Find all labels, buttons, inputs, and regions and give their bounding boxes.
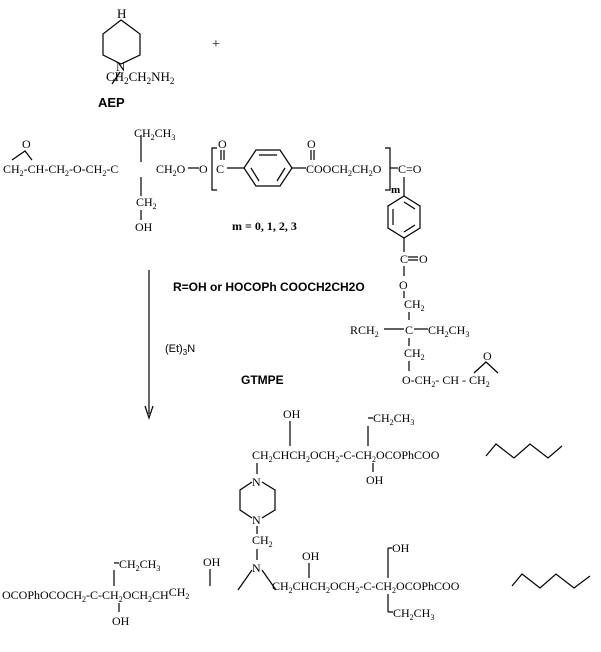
diglycidyl-ester: O CH2-CH-CH2-O-CH2-C CH2CH3 CH2 OH CH2O … xyxy=(3,126,499,389)
c-eq-o: C=O xyxy=(398,162,422,176)
gtmpe-label: GTMPE xyxy=(241,373,284,387)
right-c: C xyxy=(400,252,408,266)
ch2o-left: CH2O xyxy=(156,162,186,178)
piperazine-ring xyxy=(239,481,276,519)
aep-h: H xyxy=(117,6,126,21)
plus-sign: + xyxy=(212,37,220,52)
lower-left-ethyl: CH2CH3 xyxy=(119,557,160,573)
oh-left: OH xyxy=(135,220,153,234)
upper-oh-top: OH xyxy=(283,407,301,421)
epoxide-ring-left xyxy=(11,150,33,161)
ch2-link: CH2 xyxy=(252,533,273,549)
benzene-ring-2-inner xyxy=(392,201,416,233)
pip-n-top: N xyxy=(252,475,261,489)
rch2: RCH2 xyxy=(350,323,379,339)
aep-molecule: H N CH2CH2NH2 AEP xyxy=(98,6,174,110)
bracket-left xyxy=(211,147,217,191)
n-right-bond xyxy=(261,569,277,591)
epoxide-o-left: O xyxy=(22,137,31,151)
m-values: m = 0, 1, 2, 3 xyxy=(232,219,297,233)
bracket-m: m xyxy=(391,184,400,196)
lower-right-ethyl: CH2CH3 xyxy=(393,606,434,622)
aep-n: N xyxy=(116,59,126,74)
right-o: O xyxy=(399,278,408,292)
ethyl-top: CH2CH3 xyxy=(134,126,175,142)
reaction-arrow xyxy=(144,270,154,420)
aep-label: AEP xyxy=(98,95,125,110)
benzene-ring-1-inner xyxy=(250,154,286,182)
ester-middle: COOCH2CH2O xyxy=(306,162,382,178)
bracket-right xyxy=(385,147,391,191)
arrow-head xyxy=(144,405,154,420)
lower-oh-mid: OH xyxy=(203,555,221,569)
catalyst: (Et)3N xyxy=(165,343,195,357)
product-molecule: OH CH2CH3 CH2CHCH2OCH2-C-CH2OCOPhCOO OH … xyxy=(2,407,591,628)
epoxide-o-right: O xyxy=(483,349,492,363)
upper-butyl-chain xyxy=(485,443,563,459)
right-tail: O-CH2- CH - CH2 xyxy=(402,373,490,389)
carbonyl-o-2: O xyxy=(307,137,316,151)
aep-chain-bond xyxy=(111,71,121,85)
lower-left-oh: OH xyxy=(112,614,130,628)
lower-right-oh-top: OH xyxy=(302,549,320,563)
lower-right-butyl-chain xyxy=(511,573,591,589)
upper-chain: CH2CHCH2OCH2-C-CH2OCOPhCOO xyxy=(252,448,440,464)
carbonyl-c-1: C xyxy=(216,162,224,176)
o-before-bracket: O xyxy=(199,162,208,176)
lower-right-chain: CH2CHCH2OCH2-C-CH2OCOPhCOO xyxy=(272,579,460,595)
right-ch2-top: CH2 xyxy=(404,297,425,313)
r-definition: R=OH or HOCOPh COOCH2CH2O xyxy=(173,280,365,294)
aep-chain: CH2CH2NH2 xyxy=(106,69,174,86)
center-n: N xyxy=(252,561,261,575)
epoxide-ring-right xyxy=(473,361,499,374)
pip-n-bot: N xyxy=(252,513,261,527)
carbonyl-o-1: O xyxy=(218,137,227,151)
upper-oh: OH xyxy=(366,473,384,487)
left-chain: CH2-CH-CH2-O-CH2-C xyxy=(3,162,118,178)
aep-piperazine-ring xyxy=(102,19,141,65)
right-ethyl: CH2CH3 xyxy=(428,323,469,339)
right-o-dbl: O xyxy=(419,252,428,266)
lower-right-oh: OH xyxy=(392,541,410,555)
right-quat: C xyxy=(405,323,413,337)
lower-left-n-bond xyxy=(237,569,253,591)
ch2-down: CH2 xyxy=(136,195,157,211)
lower-left-chain: OCOPhOCOCH2-C-CH2OCH2CHCH2 xyxy=(2,585,189,604)
right-ch2-bot: CH2 xyxy=(404,346,425,362)
upper-ethyl: CH2CH3 xyxy=(373,411,414,427)
